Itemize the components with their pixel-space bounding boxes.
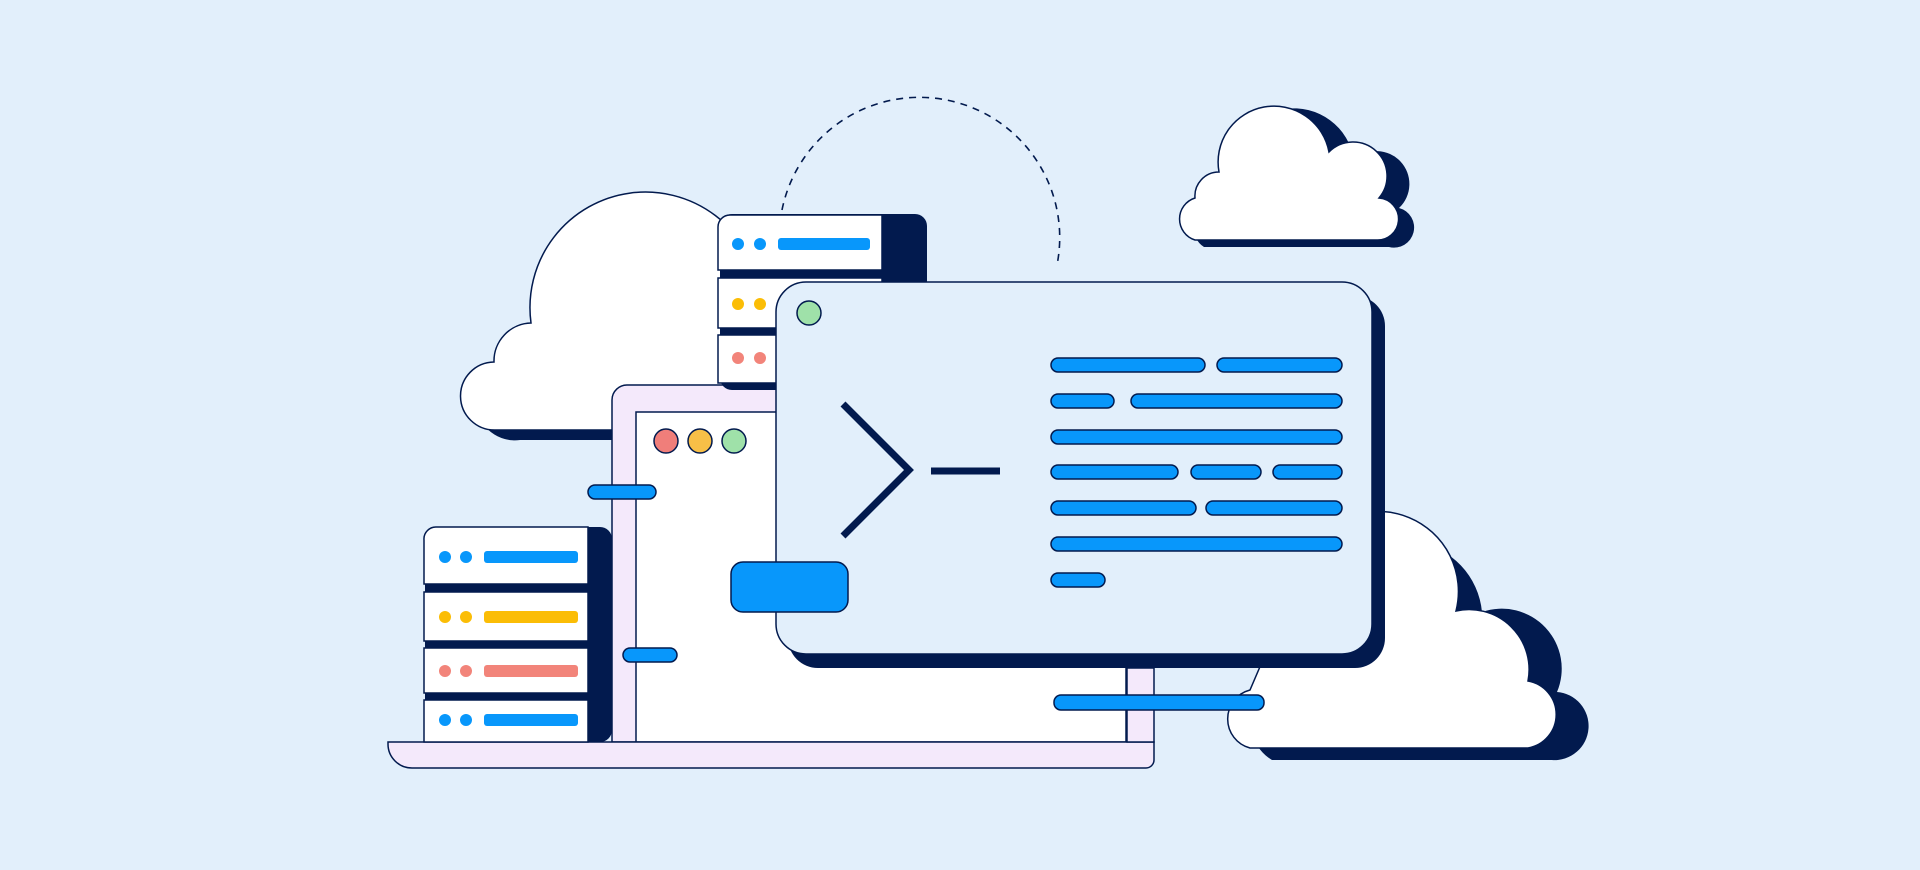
maximize-dot-icon xyxy=(796,300,822,326)
maximize-dot-icon xyxy=(721,428,747,454)
dashed-connection-arc xyxy=(781,96,1061,266)
minimize-dot-icon xyxy=(687,428,713,454)
terminal-prompt-icon xyxy=(840,401,1000,539)
floating-pill xyxy=(1053,694,1265,711)
floating-block xyxy=(730,561,849,613)
floating-pill xyxy=(622,647,678,663)
laptop-window-controls xyxy=(653,428,747,454)
terminal-window xyxy=(775,281,1385,668)
server-rack-icon xyxy=(423,526,612,743)
cloud-icon xyxy=(1178,105,1415,248)
code-lines xyxy=(1050,357,1343,588)
floating-pill xyxy=(587,484,657,500)
close-dot-icon xyxy=(653,428,679,454)
cloud-icon xyxy=(459,191,770,441)
